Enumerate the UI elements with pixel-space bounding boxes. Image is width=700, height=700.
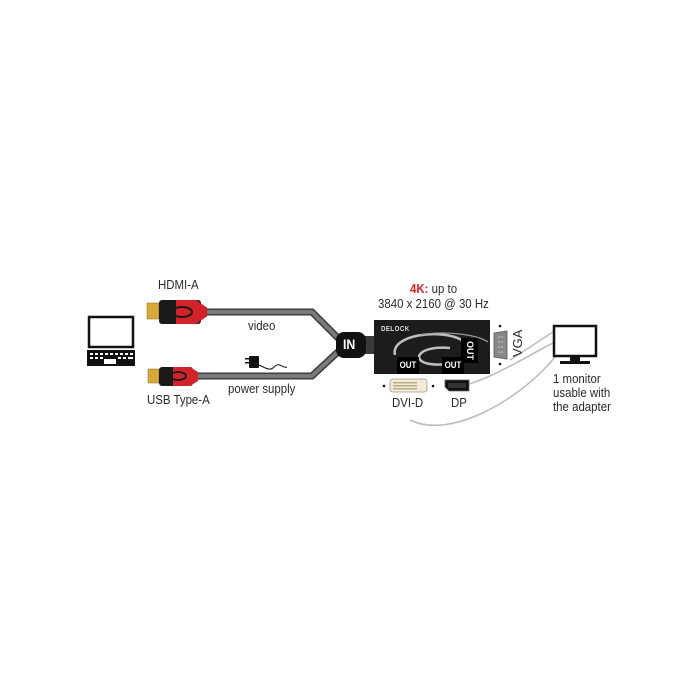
cables: [194, 308, 344, 380]
in-badge-label: IN: [343, 336, 356, 352]
usb-label: USB Type-A: [147, 392, 210, 407]
laptop-icon: [87, 315, 135, 366]
monitor-caption-line-2: usable with: [553, 385, 611, 400]
out-label-dp: OUT: [442, 357, 464, 374]
power-supply-label: power supply: [228, 381, 296, 396]
hdmi-connector-icon: [146, 300, 207, 324]
monitor-caption-line-1: 1 monitor: [553, 371, 601, 386]
out-label-vga: OUT: [461, 338, 478, 363]
spec-rest: up to: [428, 281, 458, 296]
monitor-caption-line-3: the adapter: [553, 399, 611, 414]
hdmi-label: HDMI-A: [158, 277, 199, 292]
displayport-icon: [444, 379, 470, 392]
dp-label: DP: [451, 395, 467, 410]
out-label-dvi: OUT: [397, 357, 419, 374]
spec-line-1: 4K: up to: [410, 281, 457, 296]
in-badge: [336, 332, 374, 358]
dvi-port-icon: [382, 378, 435, 393]
adapter-icon: [374, 320, 490, 374]
vga-label: VGA: [510, 329, 525, 357]
vga-port-icon: [493, 324, 508, 366]
spec-resolution: 3840 x 2160 @ 30 Hz: [378, 296, 489, 311]
power-plug-icon: [245, 356, 288, 370]
brand-logo: DELOCK: [381, 326, 410, 333]
usb-connector-icon: [147, 367, 198, 386]
video-label: video: [248, 318, 276, 333]
monitor-icon: [552, 324, 598, 364]
spec-accent: 4K:: [410, 281, 429, 296]
dvi-label: DVI-D: [392, 395, 424, 410]
